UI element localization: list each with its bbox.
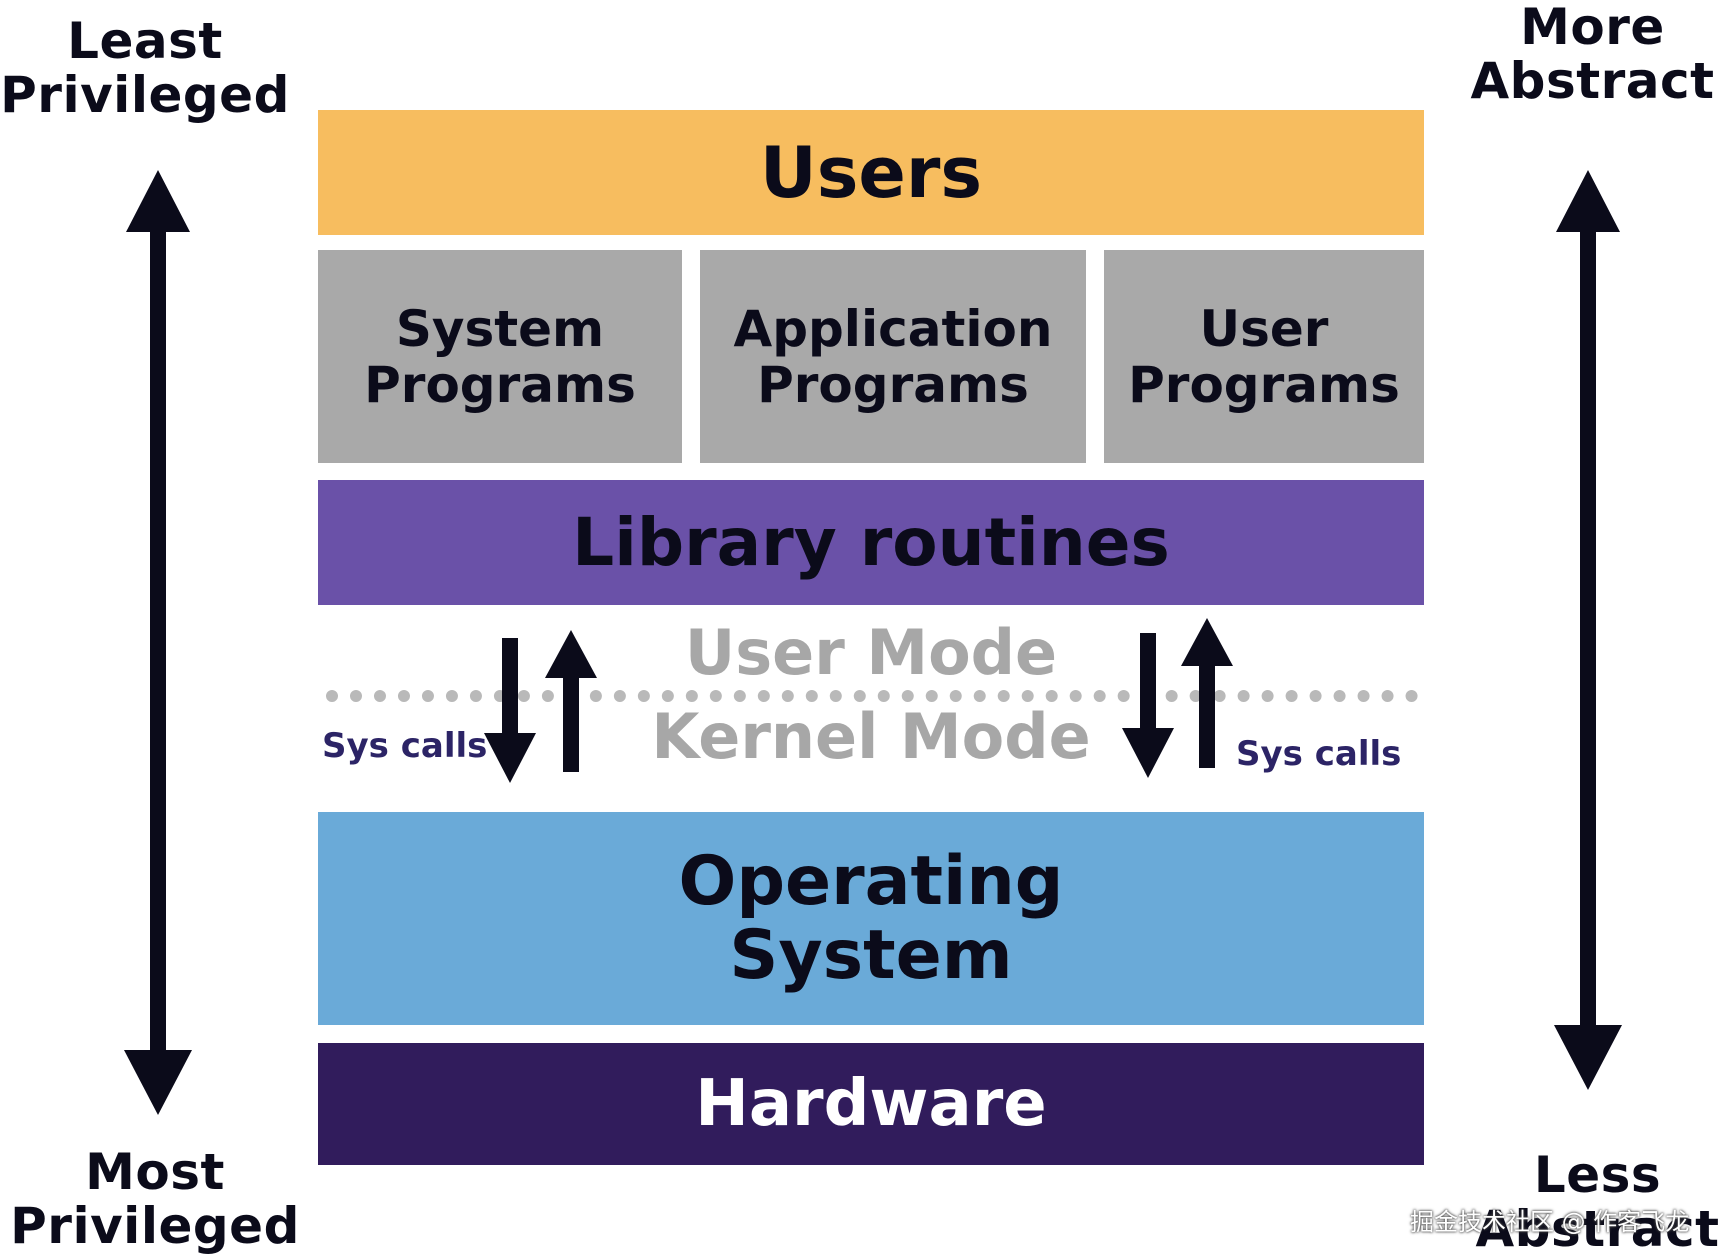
- most-privileged-line2: Privileged: [10, 1197, 300, 1255]
- less-abstract-line2: Abstract: [1475, 1200, 1720, 1258]
- left-syscalls-label: Sys calls: [322, 726, 488, 766]
- system-programs-line2: Programs: [364, 355, 636, 414]
- more-abstract-line1: More: [1520, 0, 1665, 56]
- application-programs-line2: Programs: [757, 355, 1029, 414]
- privilege-double-arrow: [124, 170, 192, 1115]
- most-privileged-label: Most Privileged: [10, 1145, 300, 1253]
- left-syscall-up-arrow: [545, 630, 597, 772]
- kernel-mode-label: Kernel Mode: [651, 700, 1091, 773]
- system-programs-line1: System: [395, 299, 605, 358]
- hardware-layer: Hardware: [318, 1043, 1424, 1165]
- least-privileged-label: Least Privileged: [0, 14, 290, 122]
- watermark-text: 掘金技术社区 @ 作客飞龙: [1410, 1208, 1690, 1236]
- user-programs-box: User Programs: [1104, 250, 1424, 463]
- users-layer: Users: [318, 110, 1424, 235]
- application-programs-box: Application Programs: [700, 250, 1086, 463]
- most-privileged-line1: Most: [85, 1143, 225, 1201]
- less-abstract-line1: Less: [1533, 1146, 1662, 1204]
- more-abstract-label: More Abstract: [1460, 0, 1725, 108]
- user-programs-line2: Programs: [1128, 355, 1400, 414]
- library-routines-label: Library routines: [572, 504, 1170, 581]
- application-programs-line1: Application: [733, 299, 1053, 358]
- library-routines-layer: Library routines: [318, 480, 1424, 605]
- least-privileged-line2: Privileged: [0, 66, 290, 124]
- operating-system-layer: Operating System: [318, 812, 1424, 1025]
- less-abstract-label: Less Abstract: [1470, 1148, 1725, 1256]
- system-programs-box: System Programs: [318, 250, 682, 463]
- hardware-label: Hardware: [695, 1067, 1047, 1141]
- abstraction-double-arrow: [1554, 170, 1622, 1090]
- operating-system-line1: Operating: [678, 841, 1064, 921]
- operating-system-line2: System: [729, 915, 1013, 995]
- left-syscall-down-arrow: [484, 638, 536, 783]
- right-syscall-down-arrow: [1122, 633, 1174, 778]
- user-mode-label: User Mode: [684, 616, 1058, 689]
- users-label: Users: [759, 131, 983, 214]
- right-syscalls-label: Sys calls: [1236, 734, 1402, 774]
- least-privileged-line1: Least: [67, 12, 223, 70]
- more-abstract-line2: Abstract: [1470, 52, 1715, 110]
- user-programs-line1: User: [1199, 299, 1329, 358]
- right-syscall-up-arrow: [1181, 618, 1233, 768]
